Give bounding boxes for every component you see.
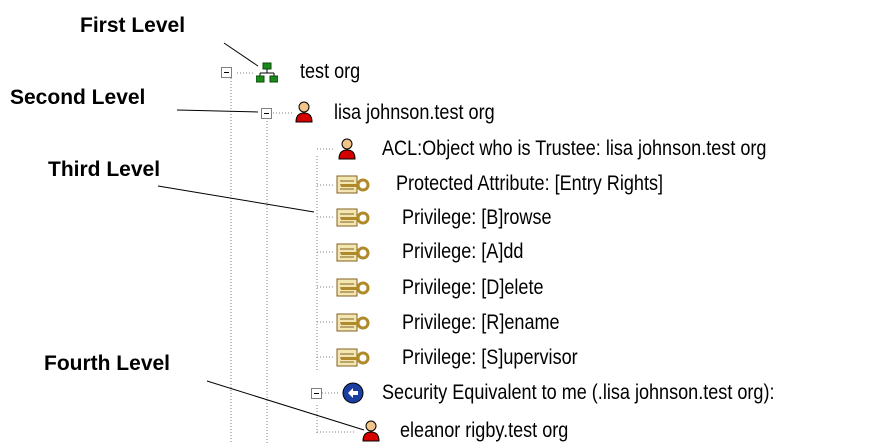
callout-second-level: Second Level bbox=[10, 86, 146, 109]
key-certificate-icon bbox=[336, 207, 370, 229]
key-certificate-icon bbox=[336, 277, 370, 299]
tree-node-privilege[interactable]: Privilege: [A]dd bbox=[402, 240, 524, 263]
security-equivalent-icon bbox=[342, 382, 364, 404]
tree-node-acl[interactable]: ACL:Object who is Trustee: lisa johnson.… bbox=[382, 137, 767, 160]
callout-third-level: Third Level bbox=[48, 158, 161, 181]
key-certificate-icon bbox=[336, 242, 370, 264]
tree-node-privilege[interactable]: Privilege: [D]elete bbox=[402, 276, 544, 299]
tree-node-user[interactable]: lisa johnson.test org bbox=[334, 101, 495, 124]
tree-node-privilege[interactable]: Privilege: [R]ename bbox=[402, 311, 560, 334]
user-icon bbox=[336, 138, 358, 160]
collapse-toggle-root[interactable] bbox=[221, 67, 232, 78]
tree-node-root[interactable]: test org bbox=[300, 60, 361, 83]
key-certificate-icon bbox=[336, 174, 370, 196]
callout-fourth-level: Fourth Level bbox=[44, 352, 171, 375]
user-icon bbox=[360, 420, 382, 442]
callout-first-level: First Level bbox=[80, 14, 186, 37]
key-certificate-icon bbox=[336, 312, 370, 334]
tree-node-security-equivalent[interactable]: Security Equivalent to me (.lisa johnson… bbox=[382, 381, 775, 404]
organization-icon bbox=[255, 62, 279, 84]
tree-node-eleanor[interactable]: eleanor rigby.test org bbox=[400, 419, 569, 442]
user-icon bbox=[293, 101, 315, 123]
key-certificate-icon bbox=[336, 347, 370, 369]
collapse-toggle-user[interactable] bbox=[261, 108, 272, 119]
tree-node-privilege[interactable]: Privilege: [B]rowse bbox=[402, 206, 552, 229]
tree-node-privilege[interactable]: Privilege: [S]upervisor bbox=[402, 346, 578, 369]
collapse-toggle-security[interactable] bbox=[311, 388, 322, 399]
tree-node-protected-attribute[interactable]: Protected Attribute: [Entry Rights] bbox=[396, 172, 664, 195]
